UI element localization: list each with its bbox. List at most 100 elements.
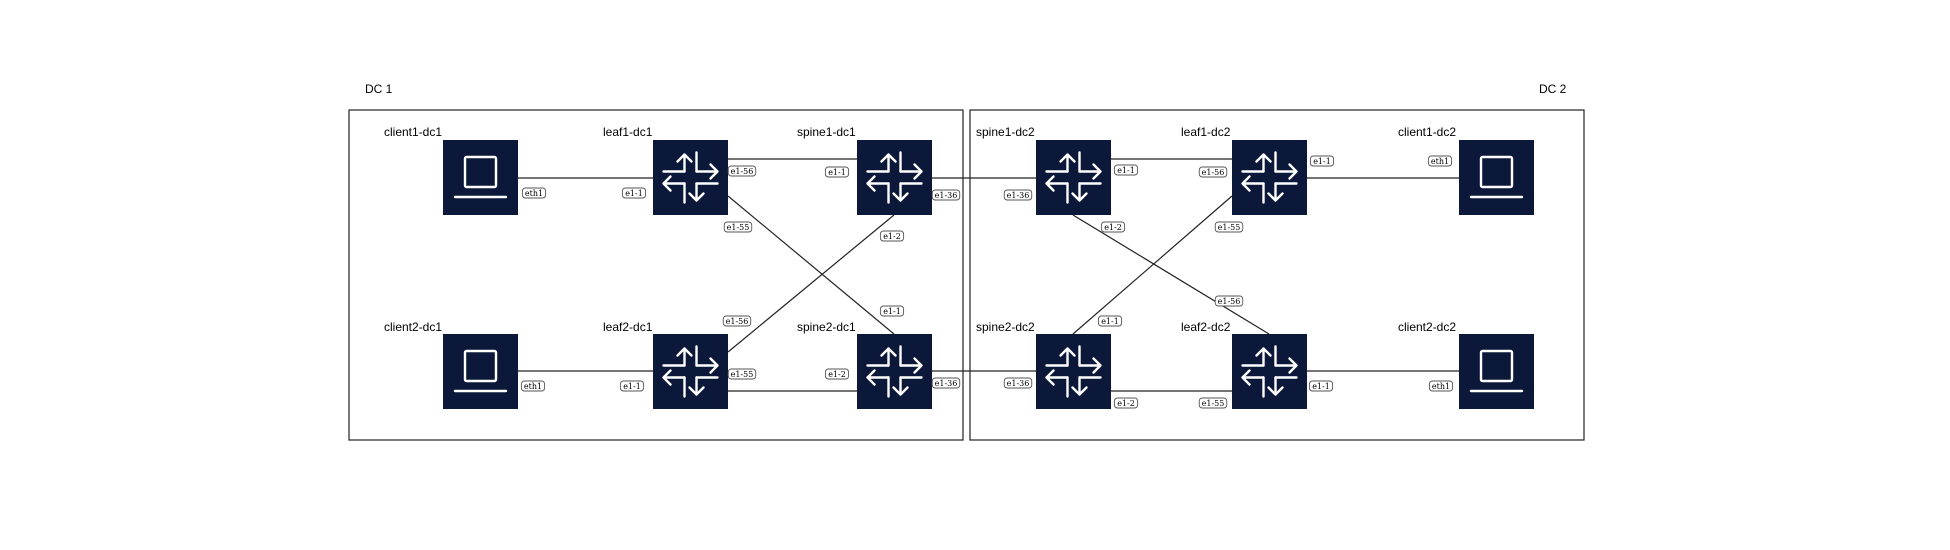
client-device-box[interactable] [1459, 140, 1534, 215]
svg-text:e1-55: e1-55 [731, 370, 754, 379]
port-label-spine2-dc2-e1-2: e1-2 [1113, 397, 1139, 409]
svg-text:e1-56: e1-56 [1218, 297, 1241, 306]
router-arrows-icon [866, 345, 923, 398]
port-label-leaf1-dc1-e1-1: e1-1 [621, 187, 647, 199]
link-spine1-dc2-leaf2-dc2 [1072, 214, 1270, 335]
port-label-client1-dc1-eth1: eth1 [521, 187, 547, 199]
port-label-leaf2-dc2-e1-1: e1-1 [1308, 380, 1334, 392]
port-label-spine1-dc2-e1-36: e1-36 [1003, 189, 1033, 201]
port-label-leaf1-dc2-e1-1: e1-1 [1309, 155, 1335, 167]
svg-text:e1-1: e1-1 [828, 168, 846, 177]
node-client2-dc1[interactable]: client2-dc1 [384, 320, 518, 409]
client-device-box[interactable] [443, 140, 518, 215]
router-device-box[interactable] [1036, 140, 1111, 215]
router-arrows-icon [1241, 151, 1298, 204]
port-label-spine2-dc1-e1-36: e1-36 [931, 377, 961, 389]
port-label-spine1-dc1-e1-2: e1-2 [879, 230, 905, 242]
port-label-leaf2-dc1-e1-1: e1-1 [619, 380, 645, 392]
svg-text:e1-55: e1-55 [1202, 399, 1225, 408]
port-label-leaf2-dc1-e1-55: e1-55 [727, 368, 757, 380]
svg-text:e1-1: e1-1 [623, 382, 641, 391]
router-device-box[interactable] [1232, 334, 1307, 409]
node-leaf1-dc2[interactable]: leaf1-dc2 [1181, 125, 1307, 215]
port-label-leaf1-dc2-e1-56: e1-56 [1198, 166, 1228, 178]
router-device-box[interactable] [857, 334, 932, 409]
node-label: spine2-dc2 [976, 320, 1035, 334]
node-leaf1-dc1[interactable]: leaf1-dc1 [603, 125, 728, 215]
svg-text:e1-55: e1-55 [727, 223, 750, 232]
router-arrows-icon [866, 151, 923, 204]
node-label: leaf2-dc2 [1181, 320, 1231, 334]
dc1-title: DC 1 [365, 82, 393, 96]
node-label: client1-dc2 [1398, 125, 1456, 139]
router-device-box[interactable] [653, 140, 728, 215]
svg-text:e1-56: e1-56 [1202, 168, 1225, 177]
client-device-box[interactable] [1459, 334, 1534, 409]
svg-text:e1-1: e1-1 [883, 307, 901, 316]
port-label-leaf1-dc2-e1-55: e1-55 [1214, 221, 1244, 233]
svg-text:e1-2: e1-2 [883, 232, 901, 241]
client-device-box[interactable] [443, 334, 518, 409]
svg-text:e1-36: e1-36 [935, 191, 958, 200]
node-spine1-dc2[interactable]: spine1-dc2 [976, 125, 1111, 215]
node-client1-dc1[interactable]: client1-dc1 [384, 125, 518, 215]
svg-text:e1-36: e1-36 [935, 379, 958, 388]
port-label-leaf2-dc1-e1-56: e1-56 [722, 315, 752, 327]
node-label: spine1-dc1 [797, 125, 856, 139]
svg-text:e1-1: e1-1 [1313, 157, 1331, 166]
port-label-client2-dc2-eth1: eth1 [1428, 380, 1454, 392]
port-label-spine1-dc1-e1-36: e1-36 [931, 189, 961, 201]
port-label-spine1-dc2-e1-1: e1-1 [1113, 164, 1139, 176]
node-label: leaf1-dc2 [1181, 125, 1231, 139]
router-arrows-icon [662, 151, 719, 204]
link-leaf1-dc1-spine2-dc1 [727, 195, 895, 335]
laptop-icon [453, 155, 508, 199]
port-label-spine2-dc1-e1-2: e1-2 [824, 368, 850, 380]
router-arrows-icon [662, 345, 719, 398]
node-label: client2-dc1 [384, 320, 442, 334]
dc2-title: DC 2 [1539, 82, 1567, 96]
node-client1-dc2[interactable]: client1-dc2 [1398, 125, 1534, 215]
node-label: leaf1-dc1 [603, 125, 653, 139]
node-label: spine2-dc1 [797, 320, 856, 334]
router-device-box[interactable] [1036, 334, 1111, 409]
svg-text:e1-56: e1-56 [726, 317, 749, 326]
router-arrows-icon [1045, 345, 1102, 398]
port-label-spine2-dc1-e1-1: e1-1 [879, 305, 905, 317]
node-leaf2-dc1[interactable]: leaf2-dc1 [603, 320, 728, 409]
node-label: client2-dc2 [1398, 320, 1456, 334]
node-leaf2-dc2[interactable]: leaf2-dc2 [1181, 320, 1307, 409]
router-device-box[interactable] [653, 334, 728, 409]
node-label: client1-dc1 [384, 125, 442, 139]
svg-text:e1-1: e1-1 [1117, 166, 1135, 175]
router-arrows-icon [1241, 345, 1298, 398]
port-label-leaf2-dc2-e1-55: e1-55 [1198, 397, 1228, 409]
link-spine2-dc2-leaf1-dc2 [1072, 195, 1233, 335]
node-client2-dc2[interactable]: client2-dc2 [1398, 320, 1534, 409]
svg-text:eth1: eth1 [525, 189, 543, 198]
port-label-spine2-dc2-e1-1: e1-1 [1097, 315, 1123, 327]
svg-text:e1-56: e1-56 [731, 167, 754, 176]
svg-text:e1-2: e1-2 [1117, 399, 1135, 408]
links-layer [518, 158, 1459, 392]
port-label-leaf1-dc1-e1-55: e1-55 [723, 221, 753, 233]
router-device-box[interactable] [857, 140, 932, 215]
port-label-client1-dc2-eth1: eth1 [1427, 155, 1453, 167]
port-label-client2-dc1-eth1: eth1 [520, 380, 546, 392]
node-spine1-dc1[interactable]: spine1-dc1 [797, 125, 932, 215]
laptop-icon [1469, 349, 1524, 393]
node-spine2-dc1[interactable]: spine2-dc1 [797, 320, 932, 409]
dc1-boundary [348, 109, 964, 441]
svg-text:e1-36: e1-36 [1007, 379, 1030, 388]
node-spine2-dc2[interactable]: spine2-dc2 [976, 320, 1111, 409]
port-label-leaf1-dc1-e1-56: e1-56 [727, 165, 757, 177]
laptop-icon [453, 349, 508, 393]
svg-text:e1-1: e1-1 [625, 189, 643, 198]
svg-text:e1-2: e1-2 [1104, 223, 1122, 232]
svg-text:e1-55: e1-55 [1218, 223, 1241, 232]
router-device-box[interactable] [1232, 140, 1307, 215]
nodes-layer: client1-dc1 leaf1-dc1 spine1-dc1 client2-dc… [384, 125, 1534, 409]
port-label-spine1-dc1-e1-1: e1-1 [824, 166, 850, 178]
svg-text:eth1: eth1 [524, 382, 542, 391]
